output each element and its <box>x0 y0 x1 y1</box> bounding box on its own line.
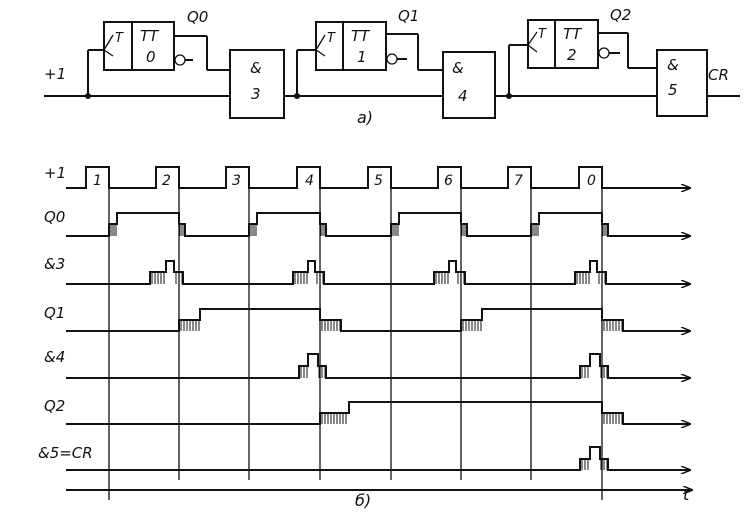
hatch-marks <box>461 225 467 236</box>
hatch-marks <box>109 225 117 236</box>
pulse-number: 6 <box>444 173 453 189</box>
ff-output-label: Q2 <box>610 6 631 24</box>
ff-type-label: TT <box>140 27 160 45</box>
signal-label: &4 <box>44 348 65 366</box>
inverted-output-bubble <box>386 53 398 65</box>
flipflop-tt0: T TT 0 Q0 <box>87 8 230 96</box>
flipflop-body <box>103 21 175 71</box>
hatch-marks <box>602 225 608 236</box>
hatch-marks <box>180 321 200 331</box>
clock-edge-symbol <box>103 34 114 57</box>
time-axis-label: t <box>683 485 690 504</box>
gate-symbol: & <box>452 59 464 77</box>
gate-symbol: & <box>667 56 679 74</box>
ff-index-label: 0 <box>146 48 156 66</box>
signal-label: &3 <box>44 255 65 273</box>
pulse-number: 1 <box>93 173 102 189</box>
timing-caption: б) <box>355 491 371 510</box>
and-gate-4: & 4 <box>442 51 496 119</box>
input-label: +1 <box>44 65 66 83</box>
ff-input-label: T <box>327 31 336 46</box>
pulse-number: 7 <box>514 173 523 189</box>
ff-type-label: TT <box>563 25 583 43</box>
gate-body <box>442 51 496 119</box>
signal-label: +1 <box>44 164 66 182</box>
gate-symbol: & <box>250 59 262 77</box>
clock-edge-symbol <box>527 31 538 53</box>
signal-label: Q2 <box>44 397 65 415</box>
hatch-marks <box>581 367 608 378</box>
hatch-marks <box>531 225 539 236</box>
timing-diagram: б) t +1 Q0 &3 Q1 &4 Q2 &5=CR 1 2 3 4 5 6… <box>38 164 692 510</box>
circuit-caption: a) <box>357 108 373 127</box>
ff-index-label: 2 <box>567 46 577 64</box>
hatch-marks <box>321 321 341 331</box>
clock-waveform <box>66 166 690 188</box>
signal-label: Q1 <box>44 304 65 322</box>
q1-waveform <box>66 308 690 331</box>
hatch-marks <box>391 225 399 236</box>
hatch-marks <box>294 273 324 284</box>
hatch-marks <box>179 225 185 236</box>
q0-waveform <box>66 212 690 236</box>
gate-body <box>229 49 285 119</box>
reference-lines <box>108 188 603 500</box>
circuit-schematic: +1 CR a) T TT 0 Q0 <box>44 6 740 127</box>
cr-waveform <box>66 446 690 470</box>
flipflop-body <box>315 21 387 71</box>
hatch-marks <box>249 225 257 236</box>
and-gate-3: & 3 <box>229 49 285 119</box>
flipflop-tt2: T TT 2 Q2 <box>508 6 657 96</box>
ff-type-label: TT <box>351 27 371 45</box>
pulse-number: 4 <box>305 173 314 189</box>
and4-waveform <box>66 353 690 378</box>
hatch-marks <box>321 414 347 424</box>
and3-waveform <box>66 260 690 284</box>
inverted-output-bubble <box>174 54 186 66</box>
hatch-marks <box>576 273 606 284</box>
ff-output-label: Q0 <box>187 8 208 26</box>
hatch-marks <box>300 367 326 378</box>
hatch-marks <box>151 273 183 284</box>
hatch-marks <box>462 321 482 331</box>
and-gate-5: & 5 <box>656 49 708 117</box>
pulse-number: 0 <box>587 173 596 189</box>
inverted-output-bubble <box>598 47 610 59</box>
signal-label: &5=CR <box>38 444 93 462</box>
gate-index: 3 <box>251 85 261 103</box>
ff-index-label: 1 <box>357 48 367 66</box>
output-label: CR <box>708 66 729 84</box>
signal-label: Q0 <box>44 208 65 226</box>
hatch-marks <box>435 273 465 284</box>
pulse-number: 2 <box>162 173 171 189</box>
clock-edge-symbol <box>315 34 326 57</box>
flipflop-tt1: T TT 1 Q1 <box>296 7 443 96</box>
transition-hatching <box>109 225 623 470</box>
ff-input-label: T <box>538 27 547 42</box>
hatch-marks <box>603 321 623 331</box>
gate-body <box>656 49 708 117</box>
pulse-number: 5 <box>374 173 383 189</box>
ff-output-label: Q1 <box>398 7 419 25</box>
ff-input-label: T <box>115 31 124 46</box>
gate-index: 5 <box>668 81 678 99</box>
hatch-marks <box>603 414 623 424</box>
hatch-marks <box>320 225 326 236</box>
gate-index: 4 <box>458 87 468 105</box>
q2-waveform <box>66 401 690 424</box>
hatch-marks <box>581 460 608 470</box>
pulse-number: 3 <box>232 173 241 189</box>
